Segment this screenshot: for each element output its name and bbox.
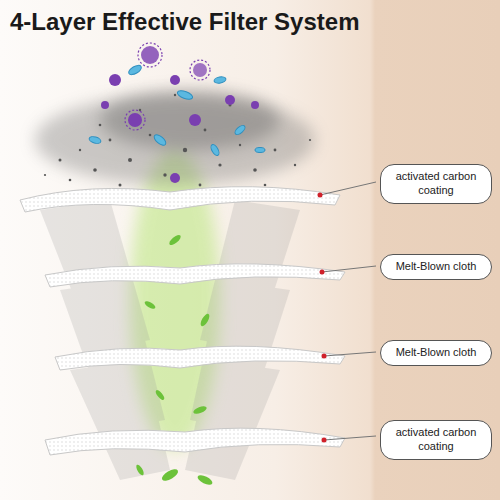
germs [88, 43, 265, 183]
callout-box: Melt-Blown cloth [380, 340, 492, 366]
layer-label: activated carbon coating [389, 170, 483, 198]
filter-layers [20, 187, 345, 455]
callout-box: activated carbon coating [380, 420, 492, 460]
leaves [135, 233, 214, 486]
layer-label: Melt-Blown cloth [389, 260, 483, 274]
dust-cloud [35, 90, 315, 187]
layer-label: Melt-Blown cloth [389, 346, 483, 360]
layer-label: activated carbon coating [389, 426, 483, 454]
leader-dots [318, 193, 327, 443]
callout-box: activated carbon coating [380, 164, 492, 204]
callout-box: Melt-Blown cloth [380, 254, 492, 280]
leader-lines [320, 182, 376, 440]
diagram-title: 4-Layer Effective Filter System [10, 8, 360, 36]
